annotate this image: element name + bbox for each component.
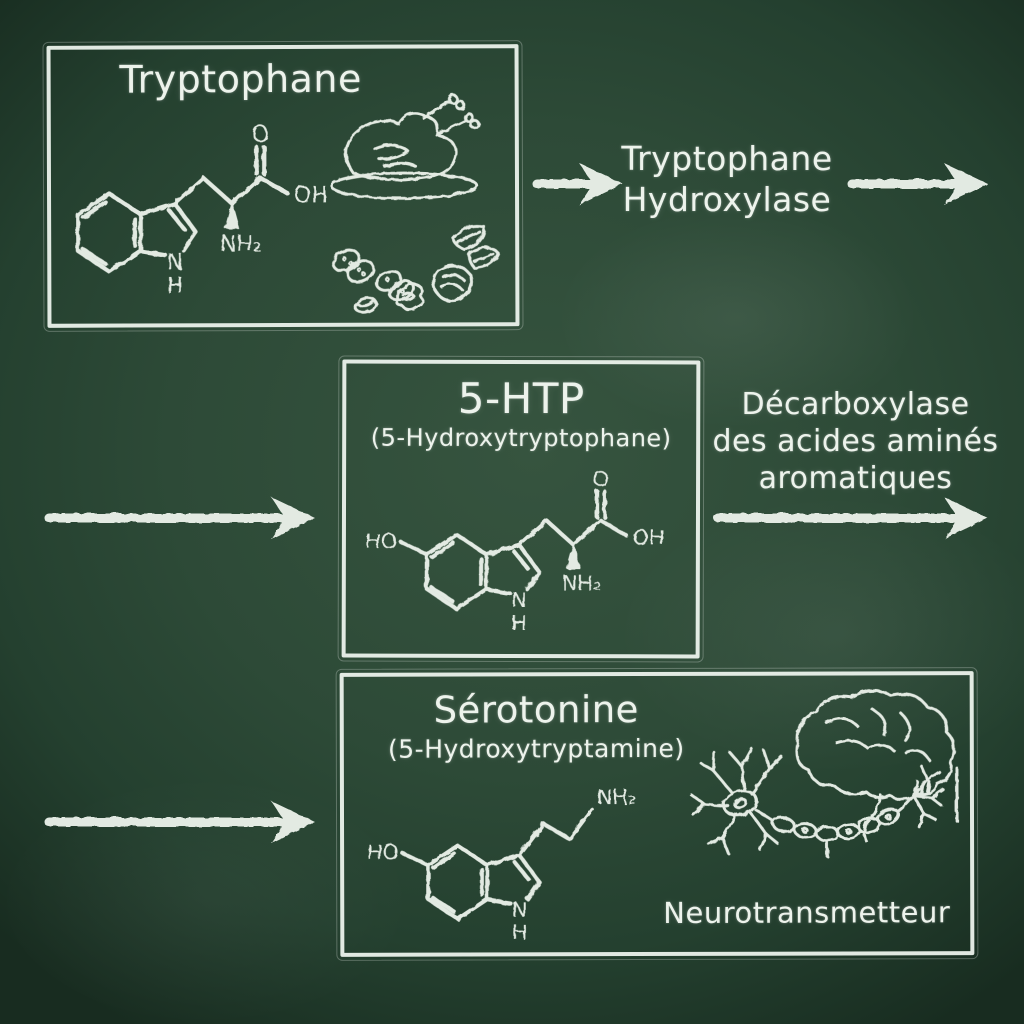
enzyme-hydroxylase-line1: Tryptophane [621, 139, 833, 178]
tryptophan-molecule: O OH NH₂ N H [75, 123, 328, 299]
h-label: H [511, 611, 527, 635]
arrow-right-icon [847, 163, 988, 205]
serotonin-molecule: HO NH₂ N H [367, 785, 636, 944]
ho-label: HO [365, 529, 397, 553]
enzyme-decarboxylase-label: Décarboxylase des acides aminés aromatiq… [693, 386, 1018, 497]
enzyme-decarboxylase-line2: des acides aminés [712, 424, 999, 459]
n-label: N [511, 588, 527, 612]
turkey-icon [329, 93, 480, 200]
nh2-label: NH₂ [597, 785, 636, 809]
brain-icon [794, 689, 956, 843]
neurotransmitter-caption: Neurotransmetteur [663, 895, 951, 930]
serotonine-subtitle: (5-Hydroxytryptamine) [387, 733, 685, 764]
enzyme-decarboxylase-line3: aromatiques [758, 461, 953, 496]
peanuts-icon [331, 248, 415, 314]
fivehtp-molecule: HO O OH NH₂ N H [365, 467, 665, 635]
fivehtp-subtitle: (5-Hydroxytryptophane) [370, 423, 672, 453]
enzyme-hydroxylase-label: Tryptophane Hydroxylase [618, 138, 836, 220]
nuts-icon [395, 224, 500, 312]
fivehtp-title: 5-HTP [457, 373, 585, 424]
food-sources-illustration [329, 93, 500, 314]
ho-label: HO [367, 840, 399, 864]
oh-label: OH [632, 525, 664, 549]
o-label: O [252, 123, 269, 148]
n-label: N [167, 250, 183, 275]
nh2-label: NH₂ [562, 571, 602, 595]
serotonine-title: Sérotonine [433, 688, 639, 732]
h-label: H [167, 274, 184, 299]
tryptophane-box: Tryptophane O OH NH₂ N H [42, 40, 524, 332]
enzyme-decarboxylase-line1: Décarboxylase [741, 387, 970, 422]
n-label: N [512, 898, 527, 922]
fivehtp-box: 5-HTP (5-Hydroxytryptophane) HO O OH NH₂… [337, 355, 705, 663]
neuron-icon [689, 747, 959, 858]
brain-neuron-illustration [689, 689, 959, 858]
arrow-right-icon [44, 497, 315, 539]
enzyme-hydroxylase-line2: Hydroxylase [622, 180, 832, 219]
oh-label: OH [294, 183, 328, 208]
arrow-right-icon [44, 801, 315, 843]
nh2-label: NH₂ [220, 232, 262, 257]
o-label: O [593, 467, 609, 491]
serotonine-box: Sérotonine (5-Hydroxytryptamine) HO NH₂ … [335, 667, 979, 961]
arrow-right-icon [532, 163, 623, 205]
arrow-right-icon [713, 497, 988, 539]
h-label: H [512, 920, 528, 944]
